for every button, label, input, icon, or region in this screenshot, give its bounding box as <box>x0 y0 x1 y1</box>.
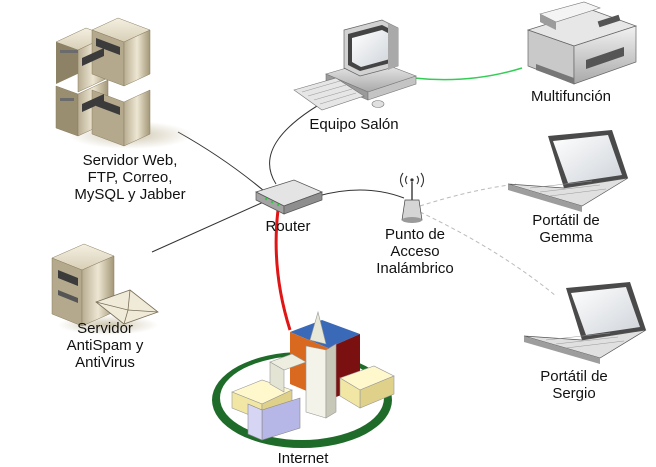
router-icon <box>255 179 323 215</box>
link-router-internet <box>274 209 292 331</box>
printer-label: Multifunción <box>506 88 636 105</box>
desktop-label: Equipo Salón <box>284 116 424 133</box>
label-line: FTP, Correo, <box>87 169 173 186</box>
web-server-label: Servidor Web, FTP, Correo, MySQL y Jabbe… <box>40 152 220 203</box>
label-line: Router <box>265 218 311 235</box>
label-line: Servidor Web, <box>82 152 178 169</box>
laptop-icon <box>523 282 647 364</box>
link-desktop-printer <box>413 67 523 81</box>
internet-town-icon <box>212 310 395 448</box>
wireless-link-sergio <box>419 211 557 297</box>
server-tower-icon <box>51 243 159 335</box>
label-line: Equipo Salón <box>309 116 399 133</box>
label-line: Sergio <box>552 385 596 402</box>
access-point-label: Punto de Acceso Inalámbrico <box>350 226 480 277</box>
label-line: Portátil de <box>540 368 608 385</box>
envelope-icon <box>95 289 159 325</box>
wireless-link-gemma <box>419 183 517 207</box>
printer-icon <box>526 1 638 85</box>
laptop-sergio-label: Portátil de Sergio <box>514 368 634 402</box>
label-line: AntiVirus <box>75 354 135 371</box>
label-line: Internet <box>277 450 329 467</box>
link-antispam-router <box>151 199 269 253</box>
label-line: Portátil de <box>532 212 600 229</box>
desktop-computer-icon <box>293 19 417 111</box>
label-line: MySQL y Jabber <box>74 186 186 203</box>
laptop-icon <box>507 130 629 212</box>
label-line: Acceso <box>390 243 440 260</box>
label-line: AntiSpam y <box>66 337 144 354</box>
laptop-gemma-label: Portátil de Gemma <box>506 212 626 246</box>
link-router-access-point <box>317 189 405 199</box>
label-line: Punto de <box>384 226 446 243</box>
label-line: Multifunción <box>530 88 612 105</box>
internet-label: Internet <box>258 450 348 467</box>
label-line: Gemma <box>539 229 593 246</box>
label-line: Inalámbrico <box>376 260 454 277</box>
router-label: Router <box>248 218 328 235</box>
server-rack-icon <box>55 17 192 149</box>
label-line: Servidor <box>77 320 133 337</box>
antispam-server-label: Servidor AntiSpam y AntiVirus <box>30 320 180 371</box>
wireless-access-point-icon <box>399 172 425 223</box>
